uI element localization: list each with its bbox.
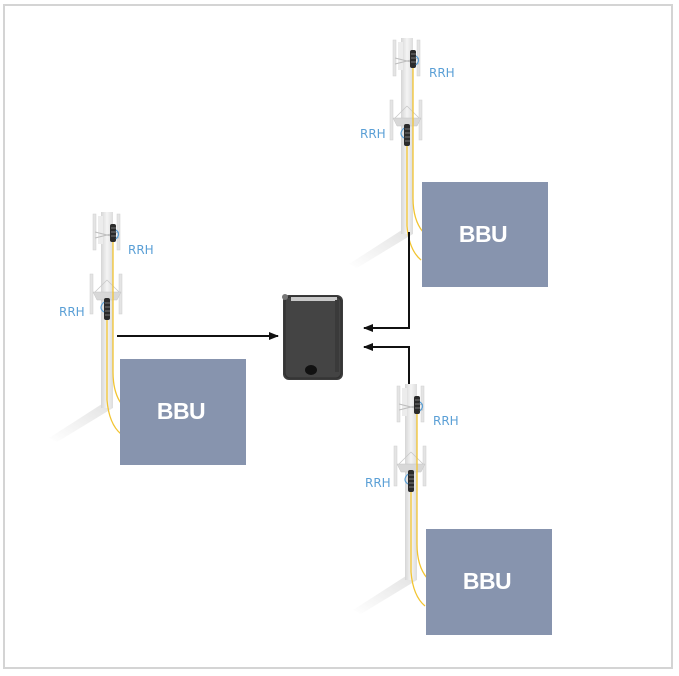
bbu-label: BBU xyxy=(459,221,507,247)
central-device-icon xyxy=(282,294,343,380)
rrh-label-top: RRH xyxy=(433,414,459,428)
bbu-box xyxy=(120,359,246,465)
bbu-label: BBU xyxy=(157,398,205,424)
site-bottom-right: RRH RRH BBU xyxy=(352,383,552,635)
rrh-label-top: RRH xyxy=(128,243,154,257)
bbu-box xyxy=(426,529,552,635)
connections xyxy=(117,232,410,384)
cell-tower-icon xyxy=(48,211,124,443)
rrh-label-bottom: RRH xyxy=(59,305,85,319)
rrh-label-bottom: RRH xyxy=(360,127,386,141)
site-top-right: RRH RRH BBU xyxy=(348,37,548,287)
bbu-box xyxy=(422,182,548,287)
cell-tower-icon xyxy=(348,37,424,269)
rrh-label-top: RRH xyxy=(429,66,455,80)
site-left: RRH RRH BBU xyxy=(48,211,246,465)
rrh-label-bottom: RRH xyxy=(365,476,391,490)
arrow-bottom-right-to-device xyxy=(363,343,410,384)
bbu-label: BBU xyxy=(463,568,511,594)
cell-tower-icon xyxy=(352,383,428,615)
arrow-top-right-to-device xyxy=(363,232,410,332)
